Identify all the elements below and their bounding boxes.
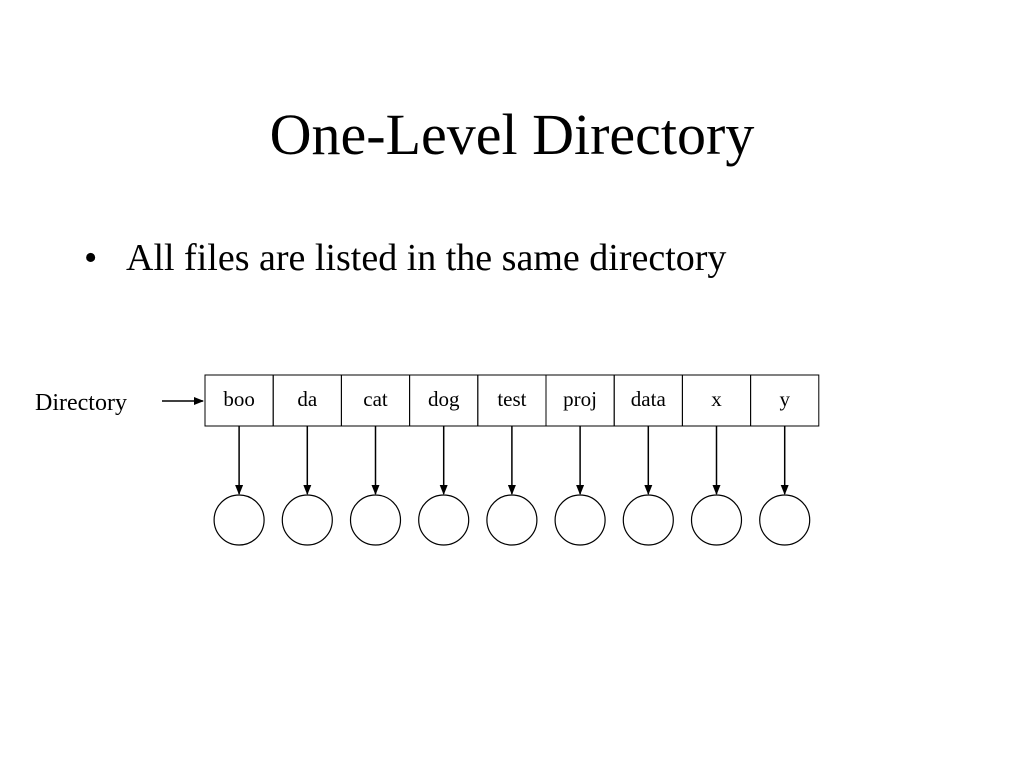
directory-entry-label: dog — [428, 387, 460, 411]
directory-entry-label: test — [497, 387, 526, 411]
directory-entry-label: da — [297, 387, 318, 411]
bullet-item: • All files are listed in the same direc… — [84, 232, 726, 284]
file-node — [486, 494, 538, 546]
directory-entry-label: data — [631, 387, 667, 411]
file-node — [418, 494, 470, 546]
file-node — [759, 494, 811, 546]
bullet-text: All files are listed in the same directo… — [126, 237, 727, 279]
directory-entry-label: cat — [363, 387, 388, 411]
file-nodes — [213, 426, 811, 546]
file-node — [213, 494, 265, 546]
directory-entry-label: x — [711, 387, 722, 411]
bullet-dot: • — [84, 237, 98, 279]
directory-label: Directory — [35, 390, 127, 416]
file-node — [281, 494, 333, 546]
directory-entries: boo da cat dog test proj data x y — [204, 374, 820, 427]
slide-title: One-Level Directory — [269, 102, 755, 167]
directory-entry-label: proj — [563, 387, 597, 411]
bullet-list: • All files are listed in the same direc… — [84, 232, 726, 284]
file-node — [349, 494, 402, 546]
file-node — [554, 494, 606, 546]
file-node — [690, 494, 743, 546]
file-node — [622, 494, 674, 546]
directory-entry-label: boo — [223, 387, 255, 411]
directory-entry-label: y — [779, 387, 790, 411]
